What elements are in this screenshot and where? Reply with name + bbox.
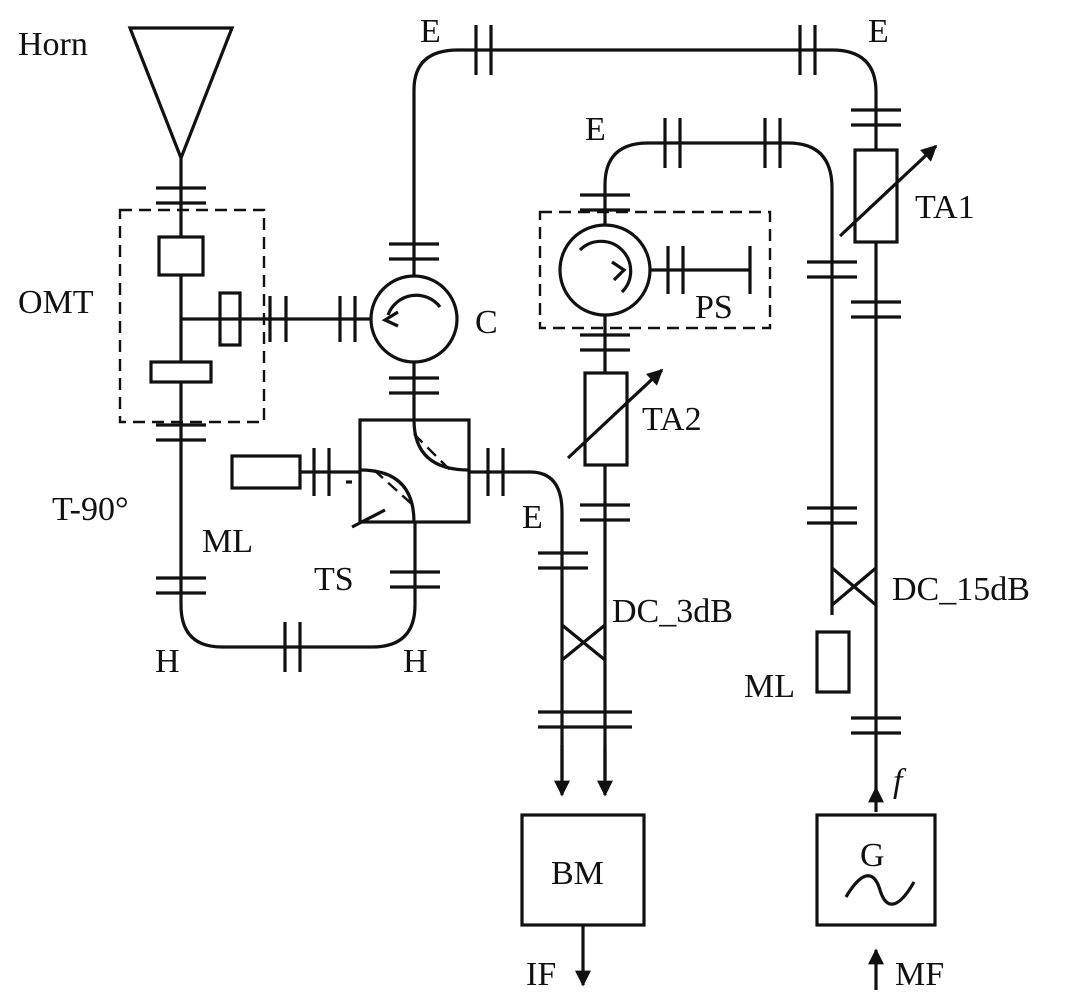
label-f: f xyxy=(893,763,907,800)
generator-sine-icon xyxy=(844,874,916,906)
flange-dc3-bottom xyxy=(538,710,632,729)
flange-left-top xyxy=(156,186,206,205)
flange-dc3-left-top xyxy=(538,551,588,570)
flange-inner-right-upper xyxy=(807,260,857,279)
label-ps: PS xyxy=(695,289,733,326)
label-t90: T-90° xyxy=(52,491,129,528)
waveguide-ts-right xyxy=(469,470,564,780)
flange-ps-top xyxy=(580,193,630,212)
flange-top-left xyxy=(474,25,493,75)
label-ml-left: ML xyxy=(202,523,253,560)
label-omt: OMT xyxy=(18,284,94,321)
label-h-left: H xyxy=(155,643,180,680)
waveguide-h-bend-loop xyxy=(179,520,417,649)
circulator-ps xyxy=(558,223,652,317)
flange-left-omt-bottom xyxy=(156,423,206,442)
circulator-c-swirl xyxy=(386,293,442,316)
flange-h-bottom xyxy=(283,622,302,672)
label-e-lower: E xyxy=(522,499,543,536)
label-bm: BM xyxy=(551,855,604,892)
circulator-c-swirl-arrow xyxy=(381,310,399,328)
flange-right-mid xyxy=(851,300,901,319)
ta2-arrow xyxy=(566,368,664,460)
label-if: IF xyxy=(526,956,556,993)
ps-dashed-box xyxy=(538,210,772,330)
flange-ps-arm xyxy=(666,246,685,294)
dc-15db-cross-b xyxy=(830,566,878,607)
ts-path-upper xyxy=(412,419,470,472)
flange-ta2-bottom xyxy=(580,503,630,522)
flange-ml-left xyxy=(312,448,331,496)
omt-element-lower xyxy=(149,360,213,384)
flange-inner-top-left xyxy=(663,118,682,168)
attenuator-ta2 xyxy=(583,371,629,467)
omt-dashed-box xyxy=(118,208,266,424)
flange-h-right xyxy=(390,570,440,589)
flange-right-top xyxy=(851,108,901,127)
generator-g xyxy=(815,813,937,927)
flange-top-right xyxy=(798,25,817,75)
label-horn: Horn xyxy=(18,26,88,63)
label-e-top-left: E xyxy=(420,13,441,50)
flange-inner-right-lower xyxy=(807,506,857,525)
label-g: G xyxy=(860,837,885,874)
flange-c-bottom xyxy=(389,376,439,395)
attenuator-ta1 xyxy=(853,148,899,244)
label-ml-right: ML xyxy=(744,668,795,705)
flange-omt-arm xyxy=(268,296,357,342)
label-dc-15db: DC_15dB xyxy=(892,571,1030,608)
label-e-top-right: E xyxy=(868,13,889,50)
matched-load-left xyxy=(230,454,302,490)
waveguide-inner-e-run xyxy=(603,141,834,615)
flange-c-top xyxy=(389,242,439,261)
horn-antenna xyxy=(127,26,235,163)
ts-dashed-lower xyxy=(373,469,415,507)
flange-ps-bottom xyxy=(580,333,630,352)
label-ts: TS xyxy=(314,561,354,598)
ts-dashed-upper xyxy=(413,433,455,475)
ts-leader-line xyxy=(351,508,386,529)
label-ta2: TA2 xyxy=(642,401,702,438)
label-ta1: TA1 xyxy=(915,189,975,226)
waveguide-top-e-run xyxy=(412,48,878,795)
label-h-right: H xyxy=(403,643,428,680)
ta1-arrow xyxy=(838,144,938,238)
flange-ts-right xyxy=(486,448,505,496)
dc-3db-cross-b xyxy=(560,623,607,662)
flange-inner-top-right xyxy=(763,118,782,168)
flange-left-lower xyxy=(156,576,206,595)
label-c: C xyxy=(475,304,498,341)
circulator-ps-swirl-arrow xyxy=(611,260,627,282)
label-dc-3db: DC_3dB xyxy=(612,593,733,630)
matched-load-right xyxy=(815,630,851,694)
label-e-inner: E xyxy=(585,111,606,148)
circulator-ps-swirl xyxy=(578,239,633,294)
flange-right-lower xyxy=(851,716,901,735)
label-mf: MF xyxy=(895,956,944,993)
ts-path-lower xyxy=(359,468,416,523)
omt-element-upper xyxy=(157,235,205,277)
